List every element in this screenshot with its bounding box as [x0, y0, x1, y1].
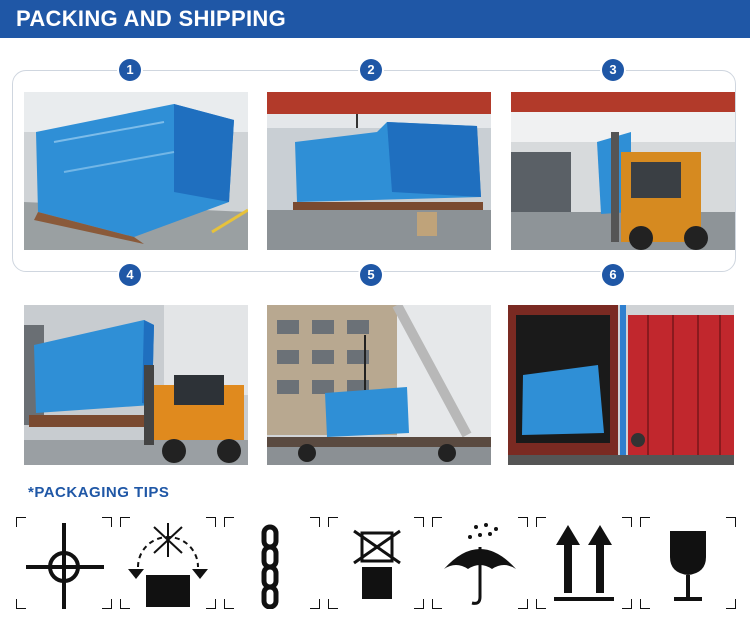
clamp-here-icon: [120, 517, 216, 609]
this-way-up-icon: [536, 517, 632, 609]
container-loading-photo: [508, 305, 734, 465]
step-badge-1: 1: [119, 59, 141, 81]
do-not-stack-icon: [328, 517, 424, 609]
sling-here-icon: [224, 517, 320, 609]
fragile-icon: [640, 517, 736, 609]
packaging-tips-title: *PACKAGING TIPS: [28, 484, 170, 501]
crane-truck-photo: [267, 305, 491, 465]
forklift-loading-photo: [511, 92, 735, 250]
step-badge-3: 3: [602, 59, 624, 81]
warehouse-wrapped-machine-photo: [24, 92, 248, 250]
step-badge-4: 4: [119, 264, 141, 286]
keep-dry-icon: [432, 517, 528, 609]
header-bar: PACKING AND SHIPPING: [0, 0, 750, 38]
crane-lifting-photo: [267, 92, 491, 250]
center-of-gravity-icon: [16, 517, 112, 609]
step-badge-2: 2: [360, 59, 382, 81]
forklift-truck-photo: [24, 305, 248, 465]
page-title: PACKING AND SHIPPING: [16, 6, 287, 31]
step-badge-5: 5: [360, 264, 382, 286]
step-badge-6: 6: [602, 264, 624, 286]
